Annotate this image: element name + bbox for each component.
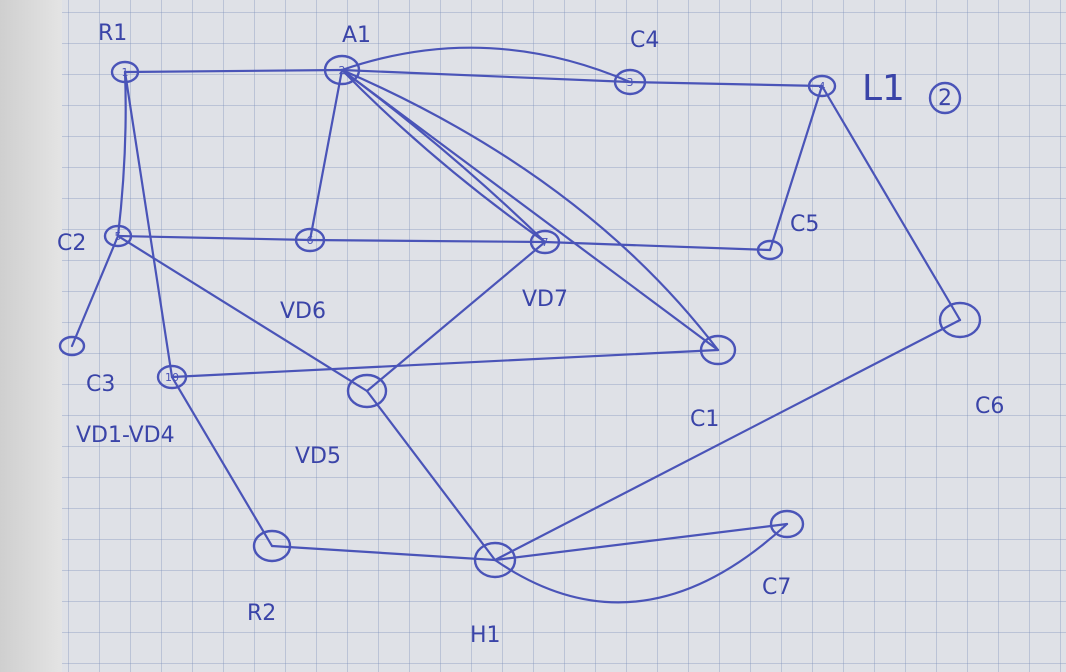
- node-small: [58, 335, 86, 357]
- node-circle: [103, 224, 133, 248]
- edge-h1-c6: [493, 318, 962, 562]
- label-h1: H1: [470, 623, 501, 648]
- node-number: 5: [115, 230, 122, 243]
- node-circle: [807, 74, 837, 98]
- label-a1: A1: [342, 23, 371, 48]
- node-circle: [323, 54, 361, 86]
- node-circle: [529, 229, 561, 255]
- label-l1: L1: [862, 68, 905, 109]
- node-number: 3: [627, 76, 634, 89]
- node-number: 6: [307, 234, 314, 247]
- l1-circled-mark: 2: [928, 81, 962, 115]
- node-circle: [756, 239, 784, 261]
- node-circle: [346, 373, 388, 409]
- node-number: 7: [542, 236, 549, 249]
- edge-c4-l1: [628, 80, 824, 88]
- edge-c2-vd6: [116, 234, 312, 242]
- edge-h1-c7: [493, 522, 789, 562]
- node-h1: [473, 541, 517, 579]
- edge-h1-c7: [493, 522, 789, 604]
- edge-vd5-h1: [365, 389, 497, 562]
- edge-a1-c4: [340, 68, 632, 84]
- node-a1: 2: [323, 54, 361, 86]
- nodes: 1 2 3 4 5 6 7 10: [58, 54, 982, 579]
- edge-c5-l1: [768, 84, 824, 252]
- node-vd5: [346, 373, 388, 409]
- label-c4: C4: [630, 28, 659, 53]
- edge-a1-vd7: [340, 68, 547, 244]
- edge-a1-c1: [340, 68, 720, 352]
- grid-paper: [62, 0, 1066, 672]
- node-c5: [756, 239, 784, 261]
- label-c3: C3: [86, 372, 115, 397]
- notebook-margin: [0, 0, 62, 672]
- node-circle: [58, 335, 86, 357]
- node-circle: [156, 364, 188, 390]
- label-vd6: VD6: [280, 299, 326, 324]
- label-r2: R2: [247, 601, 276, 626]
- node-l1: 4: [807, 74, 837, 98]
- node-number: 2: [339, 64, 346, 77]
- edge-a1-c1: [340, 68, 720, 352]
- edge-vd7-c5: [543, 240, 772, 252]
- edge-c2-vd5: [116, 234, 369, 393]
- node-circle: [252, 529, 292, 563]
- edge-r1-c2: [116, 70, 127, 238]
- node-c3: 10: [156, 364, 188, 390]
- node-circle: [473, 541, 517, 579]
- label-vd1vd4: VD1-VD4: [76, 423, 175, 448]
- node-vd6: 6: [294, 227, 326, 253]
- node-number: 1: [122, 66, 129, 79]
- mark-circle: [928, 81, 962, 115]
- label-c6: C6: [975, 394, 1004, 419]
- edge-a1-c4: [340, 46, 632, 84]
- node-r2: [252, 529, 292, 563]
- node-number: 4: [819, 80, 826, 93]
- node-vd7: 7: [529, 229, 561, 255]
- edge-r1-c3: [123, 70, 174, 379]
- label-c7: C7: [762, 575, 791, 600]
- node-circle: [294, 227, 326, 253]
- label-r1: R1: [98, 21, 127, 46]
- edges: [70, 46, 962, 604]
- node-circle: [699, 334, 737, 366]
- label-vd7: VD7: [522, 287, 568, 312]
- label-c5: C5: [790, 212, 819, 237]
- node-c6: [938, 301, 982, 339]
- edge-vd7-vd5: [365, 240, 547, 393]
- node-circle: [110, 60, 140, 84]
- edge-a1-vd6: [308, 68, 344, 242]
- node-c1: [699, 334, 737, 366]
- label-c2: C2: [57, 231, 86, 256]
- edge-c3-r2: [170, 375, 274, 548]
- edge-c3-c1: [170, 348, 720, 379]
- edge-c2-small: [70, 234, 120, 348]
- node-number: 10: [165, 371, 179, 384]
- label-c1: C1: [690, 407, 719, 432]
- edge-a1-vd7: [340, 68, 547, 244]
- edge-l1-c6: [820, 84, 962, 322]
- node-c4: 3: [613, 68, 647, 96]
- node-c2: 5: [103, 224, 133, 248]
- edge-r2-h1: [270, 544, 497, 562]
- node-circle: [938, 301, 982, 339]
- node-r1: 1: [110, 60, 140, 84]
- edge-r1-a1: [123, 68, 344, 74]
- node-circle: [613, 68, 647, 96]
- edge-vd6-vd7: [308, 238, 547, 244]
- node-c7: [769, 509, 805, 539]
- label-vd5: VD5: [295, 444, 341, 469]
- mark-text: 2: [938, 86, 952, 111]
- node-circle: [769, 509, 805, 539]
